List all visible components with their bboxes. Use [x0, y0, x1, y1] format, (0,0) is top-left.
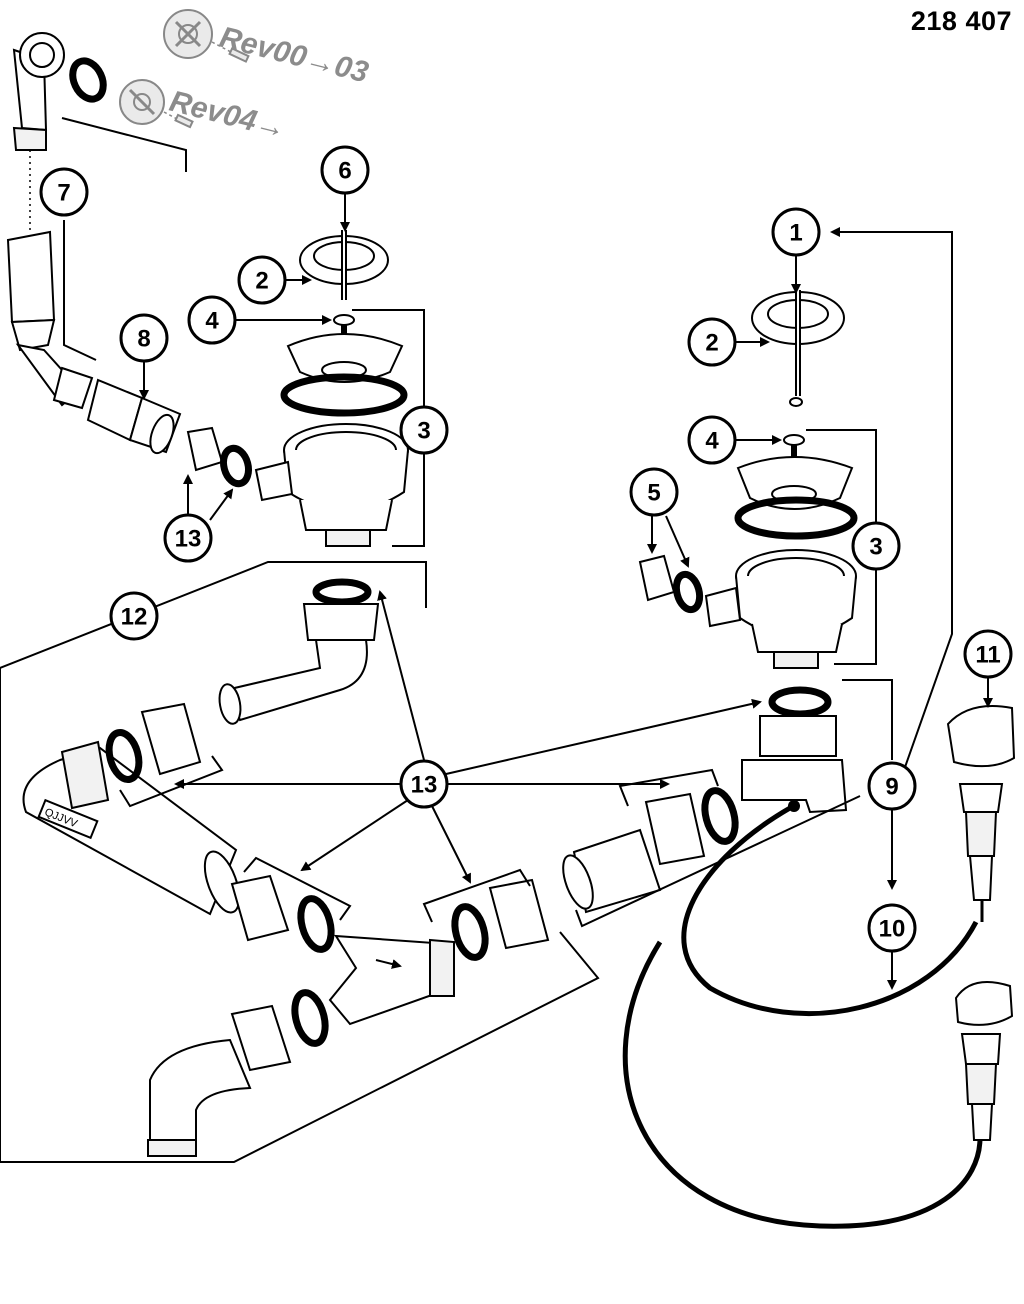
callout-10-label: 10 [879, 916, 906, 943]
callout-3-left-label: 3 [417, 418, 430, 445]
nut-and-seal-13-left [186, 426, 252, 488]
drain-body-left [254, 423, 409, 547]
overflow-tube-8 [86, 378, 182, 455]
revision-rev00-03: Rev00→03 [163, 9, 372, 90]
callout-3-right: 3 [851, 521, 901, 571]
callout-3-right-label: 3 [869, 534, 882, 561]
tee-elbow-upper [218, 578, 380, 725]
bracket-7 [61, 117, 187, 172]
callout-8-label: 8 [137, 326, 150, 353]
drain-body-right [704, 549, 857, 669]
leader-5b [665, 515, 690, 568]
bracket-pair-5 [618, 768, 719, 807]
nut-seal-pair-2 [230, 874, 335, 953]
sink-flange-right [734, 456, 858, 540]
callout-11: 11 [963, 629, 1013, 679]
callout-9: 9 [867, 761, 917, 811]
nut-seal-pair-4 [230, 989, 329, 1072]
callout-1-label: 1 [789, 220, 802, 247]
popup-knob-11 [946, 705, 1016, 922]
leader-13-up [377, 590, 425, 761]
callout-2-right: 2 [687, 317, 737, 367]
callout-4-right: 4 [687, 415, 737, 465]
callout-3-left: 3 [399, 405, 449, 455]
callout-4-right-label: 4 [705, 428, 719, 455]
overflow-assembly [6, 32, 107, 410]
popup-knob-lower [954, 981, 1014, 1141]
bracket-1-return [830, 227, 953, 771]
document-number: 218 407 [910, 6, 1012, 36]
callout-5: 5 [629, 467, 679, 517]
callout-6-label: 6 [338, 158, 351, 185]
callout-6: 6 [320, 145, 370, 195]
nut-and-seal-5 [638, 554, 704, 614]
callout-2-left-label: 2 [255, 268, 268, 295]
leader-13-top-right [445, 698, 762, 775]
leader-13-left-b [209, 488, 234, 521]
bracket-pair-2 [243, 856, 352, 921]
long-tube-right [562, 828, 662, 914]
strainer-basket-right [751, 290, 845, 407]
control-cable-lower [622, 940, 983, 1229]
bracket-12-bottom [0, 668, 600, 1163]
callout-13-center-label: 13 [411, 772, 438, 799]
callout-8: 8 [119, 313, 169, 363]
revision-label-rev00-03: Rev00→03 [216, 21, 372, 90]
leader-13-down-left [300, 799, 409, 872]
callout-4-left-label: 4 [205, 308, 219, 335]
callout-13-left: 13 [163, 513, 213, 563]
bracket-pair-3 [422, 868, 531, 923]
nut-seal-pair-3 [451, 878, 550, 961]
nut-seal-pair-1 [105, 702, 202, 783]
callout-9-label: 9 [885, 774, 898, 801]
callout-13-center: 13 [399, 759, 449, 809]
revision-label-rev04: Rev04→ [166, 85, 289, 146]
control-cable-upper [681, 805, 979, 1016]
bracket-7-bottom [63, 220, 97, 361]
revision-rev04: Rev04→ [119, 79, 289, 146]
callout-2-left: 2 [237, 255, 287, 305]
callout-13-left-label: 13 [175, 526, 202, 553]
strainer-basket-left [299, 230, 389, 300]
bracket-tube-right [575, 795, 861, 928]
callout-4-left: 4 [187, 295, 237, 345]
bracket-9 [842, 679, 893, 760]
callout-5-label: 5 [647, 480, 660, 507]
tee-connector [328, 934, 455, 1026]
callout-2-right-label: 2 [705, 330, 718, 357]
callout-10: 10 [867, 903, 917, 953]
leader-13-down-right [431, 805, 471, 884]
callout-1: 1 [771, 207, 821, 257]
tee-elbow-right [741, 686, 848, 814]
nut-seal-pair-5 [644, 787, 739, 866]
callout-7: 7 [39, 167, 89, 217]
elbow-tube-bottom [147, 1038, 252, 1157]
long-tube-left: QJJVV [22, 740, 241, 916]
callout-11-label: 11 [975, 642, 1000, 669]
callout-7-label: 7 [57, 180, 70, 207]
sink-flange-left [280, 333, 408, 417]
callout-12: 12 [109, 591, 159, 641]
callout-12-label: 12 [121, 604, 148, 631]
